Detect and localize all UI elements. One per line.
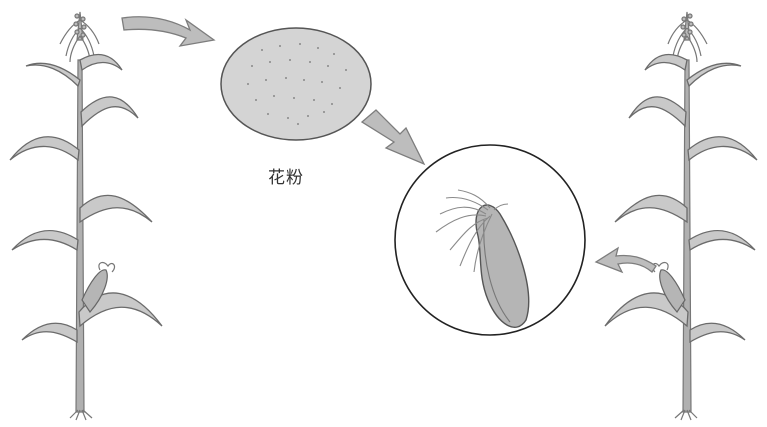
pollen-disc-icon [221,28,371,140]
corn-ear-closeup-icon [395,145,585,335]
arrow-to-closeup-icon [596,248,656,272]
corn-plant-right-icon [605,12,757,420]
pollen-label: 花粉 [268,163,304,188]
arrow-to-pollen-icon [122,17,214,46]
arrow-to-ear-icon [362,110,424,164]
corn-plant-left-icon [10,12,162,420]
